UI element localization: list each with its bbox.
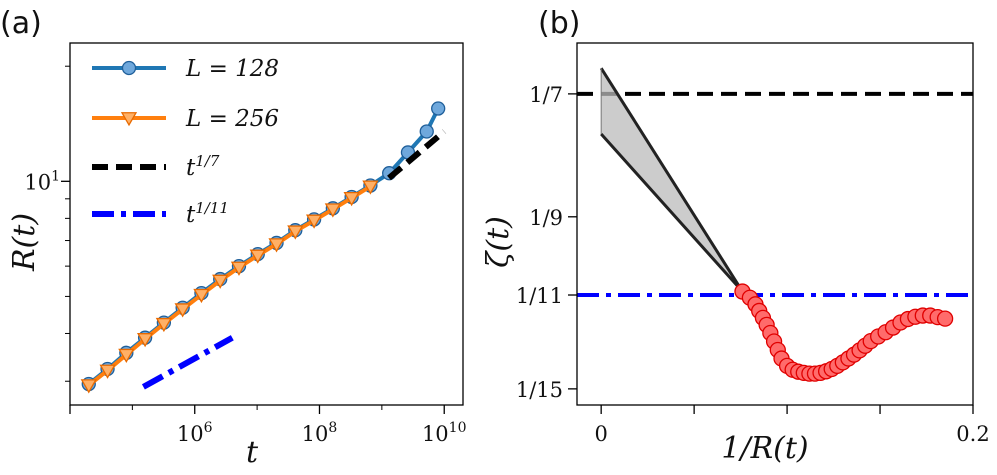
panel-a-label: (a) <box>0 6 42 41</box>
panel-b: (b) 1/R(t) ζ(t) 0 0.2 1/7 1/9 1/11 1/15 <box>481 6 990 466</box>
panel-b-label: (b) <box>538 6 580 41</box>
panel-a-x-tick-label: 1010 <box>422 420 467 446</box>
data-point-l-256 <box>343 191 360 207</box>
panel-a-legend: L = 128 L = 256 t1/7 t1/11 <box>92 56 279 228</box>
shaded-region-lower-edge <box>600 132 744 293</box>
panel-a: (a) t R(t) L = 128 L = 256 t1/7 t1/11 106 10… <box>0 6 467 470</box>
legend-label-l-128: L = 128 <box>185 56 279 82</box>
panel-b-y-tick-label: 1/7 <box>529 83 563 107</box>
panel-a-x-tick-label: 106 <box>177 420 213 446</box>
panel-a-xlabel: t <box>246 435 259 470</box>
series-line-t-1-11 <box>141 335 234 390</box>
panel-b-xlabel: 1/R(t) <box>721 431 808 466</box>
legend-label-t-1-7: t1/7 <box>186 152 220 181</box>
shaded-region-upper-edge <box>599 67 744 293</box>
data-point-l-256 <box>287 225 304 240</box>
data-point-l-256 <box>118 348 135 364</box>
panel-b-y-tick-label: 1/11 <box>516 284 563 308</box>
data-point-l-128 <box>419 124 434 139</box>
data-point <box>936 310 954 327</box>
panel-b-x-tick-label: 0.2 <box>956 422 989 446</box>
legend-marker-l-256 <box>120 112 138 127</box>
legend-label-l-256: L = 256 <box>185 106 279 132</box>
panel-a-frame <box>69 42 464 406</box>
panel-b-y-tick-label: 1/15 <box>516 378 563 402</box>
data-point-l-256 <box>174 303 191 318</box>
panel-b-frame <box>576 42 974 406</box>
data-point-l-256 <box>268 238 285 253</box>
data-point-l-256 <box>99 364 116 379</box>
data-point-l-256 <box>362 180 379 195</box>
data-point-l-128 <box>431 101 446 116</box>
legend-label-t-1-11: t1/11 <box>186 199 229 228</box>
panel-b-x-tick-label: 0 <box>594 422 607 446</box>
panel-b-plot-area <box>577 67 973 382</box>
data-point-l-256 <box>305 214 323 229</box>
data-point-l-256 <box>324 203 341 218</box>
panel-a-plot-area <box>80 101 447 394</box>
panel-a-y-tick-label: 101 <box>24 168 60 194</box>
data-point-l-256 <box>155 317 172 333</box>
panel-b-y-tick-label: 1/9 <box>529 206 563 230</box>
panel-a-x-tick-label: 108 <box>302 420 338 446</box>
legend-marker-l-128 <box>121 60 137 76</box>
data-point-l-256 <box>136 333 154 348</box>
data-point-l-256 <box>193 288 210 304</box>
data-point-l-256 <box>249 249 266 264</box>
panel-a-ylabel: R(t) <box>7 213 42 272</box>
series-line-t-1-7 <box>387 129 447 181</box>
data-point-l-256 <box>212 274 229 289</box>
series-line-l-256 <box>87 184 372 387</box>
data-point-l-256 <box>80 379 97 394</box>
panel-b-ylabel: ζ(t) <box>481 216 516 268</box>
data-point-l-256 <box>230 261 248 276</box>
